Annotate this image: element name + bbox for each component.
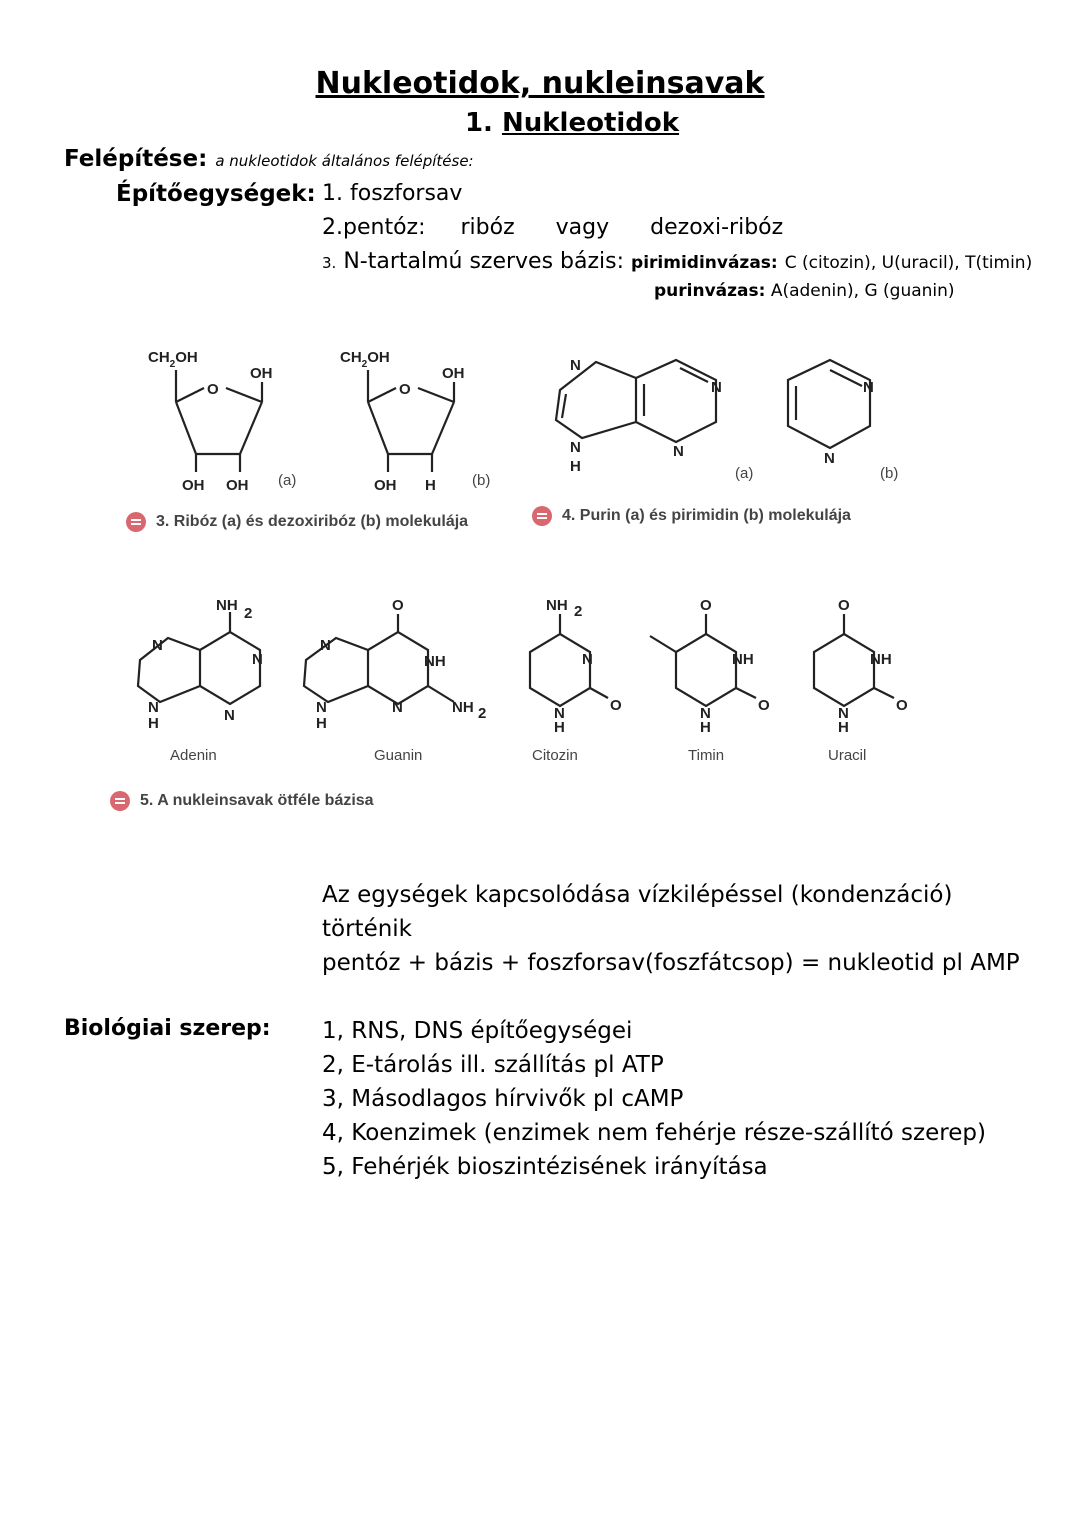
svg-text:H: H (700, 719, 711, 736)
ribose-molecule: CH2OH O OH OH OH (a) (148, 349, 296, 494)
svg-text:N: N (673, 443, 684, 460)
svg-text:OH: OH (250, 365, 273, 382)
minus-circle-icon (126, 512, 146, 532)
svg-text:H: H (425, 477, 436, 494)
pyrimidine-molecule: N N (b) (786, 358, 898, 482)
svg-text:O: O (207, 381, 219, 398)
unit-item-3: 3. N-tartalmú szerves bázis: pirimidinvá… (322, 249, 1033, 274)
section-title: 1. Nukleotidok (464, 108, 680, 138)
svg-text:(a): (a) (735, 465, 753, 482)
svg-text:N: N (570, 439, 581, 456)
svg-text:NH: NH (870, 651, 892, 668)
svg-text:O: O (896, 697, 908, 714)
svg-text:OH: OH (182, 477, 205, 494)
svg-text:2: 2 (244, 605, 252, 622)
list-item: 2, E-tárolás ill. szállítás pl ATP (322, 1052, 664, 1078)
list-item: 4, Koenzimek (enzimek nem fehérje része-… (322, 1120, 986, 1146)
purine-molecule: N N N N H (a) (554, 357, 753, 482)
condensation-paragraph: Az egységek kapcsolódása vízkilépéssel (… (322, 882, 1020, 976)
svg-text:NH: NH (216, 597, 238, 614)
svg-text:O: O (392, 597, 404, 614)
svg-text:N: N (582, 651, 593, 668)
svg-text:O: O (399, 381, 411, 398)
svg-text:NH: NH (452, 699, 474, 716)
svg-text:H: H (148, 715, 159, 732)
svg-text:CH2OH: CH2OH (340, 349, 390, 370)
purine-line: purinvázas: A(adenin), G (guanin) (654, 281, 955, 301)
uracil-molecule: O NH N H O Uracil (812, 597, 908, 764)
svg-text:N: N (152, 637, 163, 654)
svg-text:Citozin: Citozin (532, 747, 578, 764)
svg-text:N: N (224, 707, 235, 724)
svg-text:OH: OH (374, 477, 397, 494)
svg-text:2: 2 (478, 705, 486, 722)
svg-text:N: N (392, 699, 403, 716)
svg-text:O: O (838, 597, 850, 614)
svg-text:O: O (700, 597, 712, 614)
unit-item-2: 2.pentóz: ribóz vagy dezoxi-ribóz (322, 215, 784, 240)
list-item: 3, Másodlagos hírvivők pl cAMP (322, 1086, 684, 1112)
adenine-molecule: NH 2 N N N N H Adenin (136, 597, 263, 764)
deoxyribose-molecule: CH2OH O OH OH H (b) (340, 349, 490, 494)
felepites-label: Felépítése: a nukleotidok általános felé… (64, 146, 474, 172)
svg-text:2: 2 (574, 603, 582, 620)
svg-text:N: N (570, 357, 581, 374)
svg-text:N: N (838, 705, 849, 722)
figure-3-caption: 3. Ribóz (a) és dezoxiribóz (b) molekulá… (126, 512, 468, 532)
figure-5-caption: 5. A nukleinsavak ötféle bázisa (110, 791, 374, 811)
page-title: Nukleotidok, nukleinsavak (315, 66, 765, 101)
svg-text:N: N (863, 379, 874, 396)
svg-text:CH2OH: CH2OH (148, 349, 198, 370)
svg-text:Timin: Timin (688, 747, 724, 764)
units-label: Építőegységek: (116, 181, 316, 207)
svg-text:H: H (838, 719, 849, 736)
svg-text:N: N (711, 379, 722, 396)
cytosine-molecule: NH 2 N N H O Citozin (528, 597, 622, 764)
guanine-molecule: O N NH N N H NH 2 Guanin (302, 597, 486, 764)
figure-4-caption: 4. Purin (a) és pirimidin (b) molekulája (532, 506, 851, 526)
svg-text:N: N (824, 450, 835, 467)
svg-text:N: N (148, 699, 159, 716)
svg-text:NH: NH (424, 653, 446, 670)
svg-text:N: N (700, 705, 711, 722)
svg-text:N: N (554, 705, 565, 722)
svg-text:H: H (570, 458, 581, 475)
structures-figure: CH2OH O OH OH OH (a) CH2OH O OH OH H (b) (136, 349, 908, 764)
svg-text:H: H (554, 719, 565, 736)
list-item: 5, Fehérjék bioszintézisének irányítása (322, 1154, 768, 1180)
svg-text:Guanin: Guanin (374, 747, 422, 764)
svg-text:N: N (320, 637, 331, 654)
list-item: 1, RNS, DNS építőegységei (322, 1018, 633, 1044)
svg-text:O: O (758, 697, 770, 714)
biological-role-list: 1, RNS, DNS építőegységei 2, E-tárolás i… (322, 1014, 986, 1184)
svg-text:NH: NH (546, 597, 568, 614)
svg-text:Uracil: Uracil (828, 747, 866, 764)
unit-item-1: 1. foszforsav (322, 181, 463, 206)
svg-text:N: N (316, 699, 327, 716)
svg-text:(a): (a) (278, 472, 296, 489)
svg-text:(b): (b) (472, 472, 490, 489)
minus-circle-icon (532, 506, 552, 526)
svg-text:OH: OH (226, 477, 249, 494)
felepites-note: a nukleotidok általános felépítése: (215, 152, 474, 170)
biological-role-label: Biológiai szerep: (64, 1016, 271, 1041)
svg-text:(b): (b) (880, 465, 898, 482)
svg-text:H: H (316, 715, 327, 732)
thymine-molecule: O NH N H O Timin (649, 597, 770, 764)
svg-text:OH: OH (442, 365, 465, 382)
svg-text:O: O (610, 697, 622, 714)
svg-text:N: N (252, 651, 263, 668)
svg-text:Adenin: Adenin (170, 747, 217, 764)
minus-circle-icon (110, 791, 130, 811)
svg-text:NH: NH (732, 651, 754, 668)
